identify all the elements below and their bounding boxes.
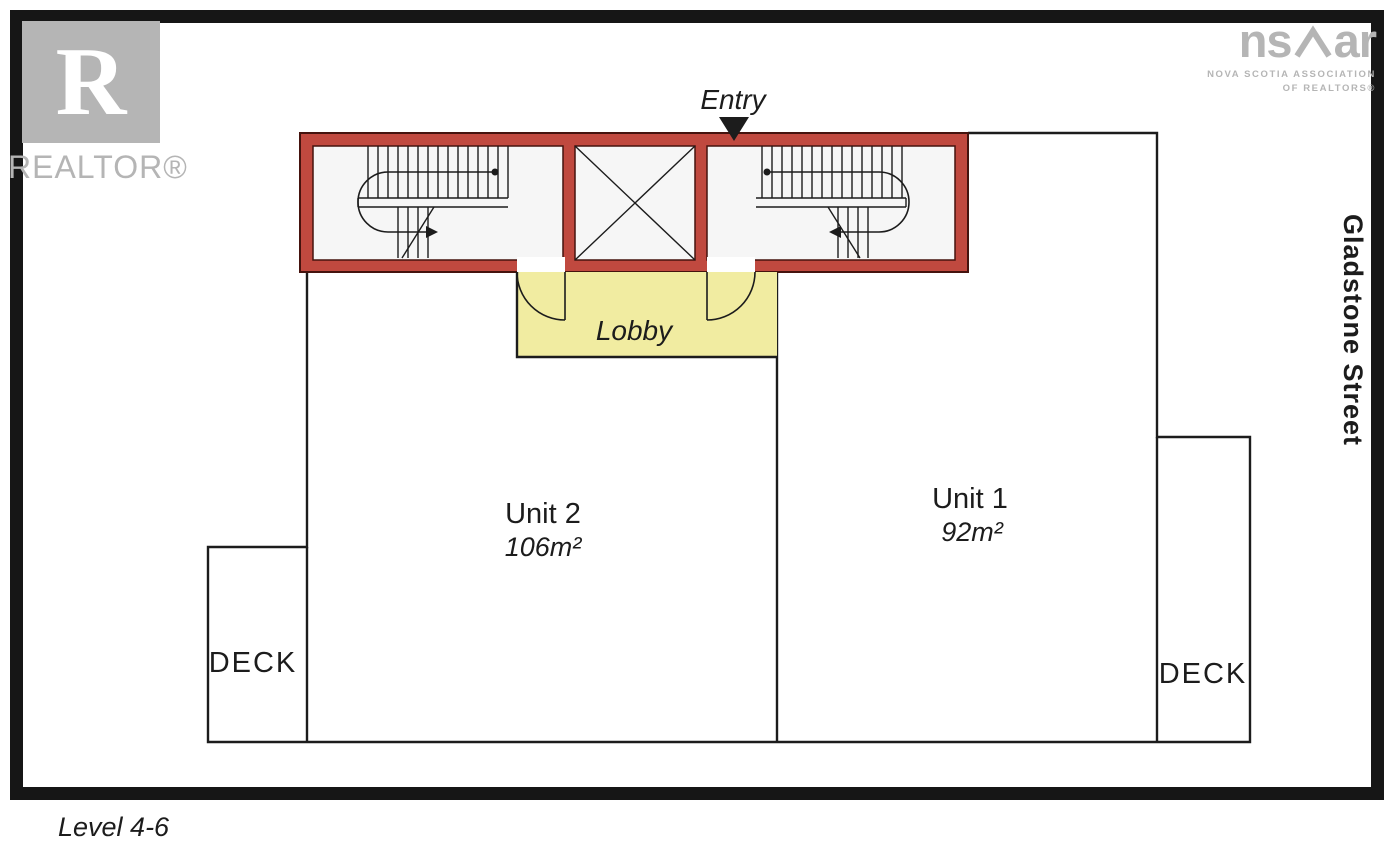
nsar-ns-text: ns: [1238, 14, 1293, 67]
unit1-name: Unit 1: [932, 483, 1008, 515]
unit1-area: 92m²: [941, 517, 1004, 547]
right-stair-landing-lines: [756, 197, 907, 208]
realtor-r-letter: R: [55, 28, 127, 136]
right-stair-arrow-icon: [829, 226, 841, 238]
right-stair-direction-path: [767, 171, 910, 233]
deck-right-label: DECK: [1159, 658, 1248, 690]
lobby-walls: [515, 272, 777, 359]
realtor-logo: R REALTOR®: [8, 21, 188, 186]
nsar-ar-text: ar: [1333, 14, 1377, 67]
unit2-area: 106m²: [505, 532, 583, 562]
left-stair-arrow-icon: [426, 226, 438, 238]
nsar-logo: ns ar NOVA SCOTIA ASSOCIATION OF REALTOR…: [1207, 14, 1377, 97]
lobby-area: [517, 272, 777, 357]
border-frame: [10, 10, 1384, 800]
left-stair-direction-path: [357, 171, 495, 233]
right-stairwell-room: [706, 145, 956, 261]
nsar-wordmark: ns ar: [1238, 14, 1377, 67]
nsar-tagline-line1: NOVA SCOTIA ASSOCIATION: [1207, 68, 1376, 80]
level-label: Level 4-6: [58, 812, 170, 842]
entry-label: Entry: [700, 84, 767, 115]
realtor-wordmark: REALTOR®: [8, 149, 188, 185]
door-opening-right: [707, 257, 755, 274]
nsar-tagline-line2: OF REALTORS®: [1282, 83, 1376, 95]
lobby-label: Lobby: [596, 315, 674, 346]
realtor-r-icon: R: [22, 21, 160, 143]
unit2-name: Unit 2: [505, 498, 581, 530]
door-arc-left: [516, 271, 566, 321]
door-arc-right: [706, 271, 756, 321]
entry-arrow-icon: [719, 117, 749, 141]
deck-left-label: DECK: [209, 647, 298, 679]
nsar-roof-icon: [1294, 25, 1332, 58]
building-outline: [206, 131, 1252, 744]
nsar-tagline: NOVA SCOTIA ASSOCIATION OF REALTORS®: [1207, 68, 1376, 97]
elevator-x-icon: [574, 145, 696, 261]
door-opening-left: [517, 257, 565, 274]
street-label: Gladstone Street: [1338, 214, 1368, 447]
